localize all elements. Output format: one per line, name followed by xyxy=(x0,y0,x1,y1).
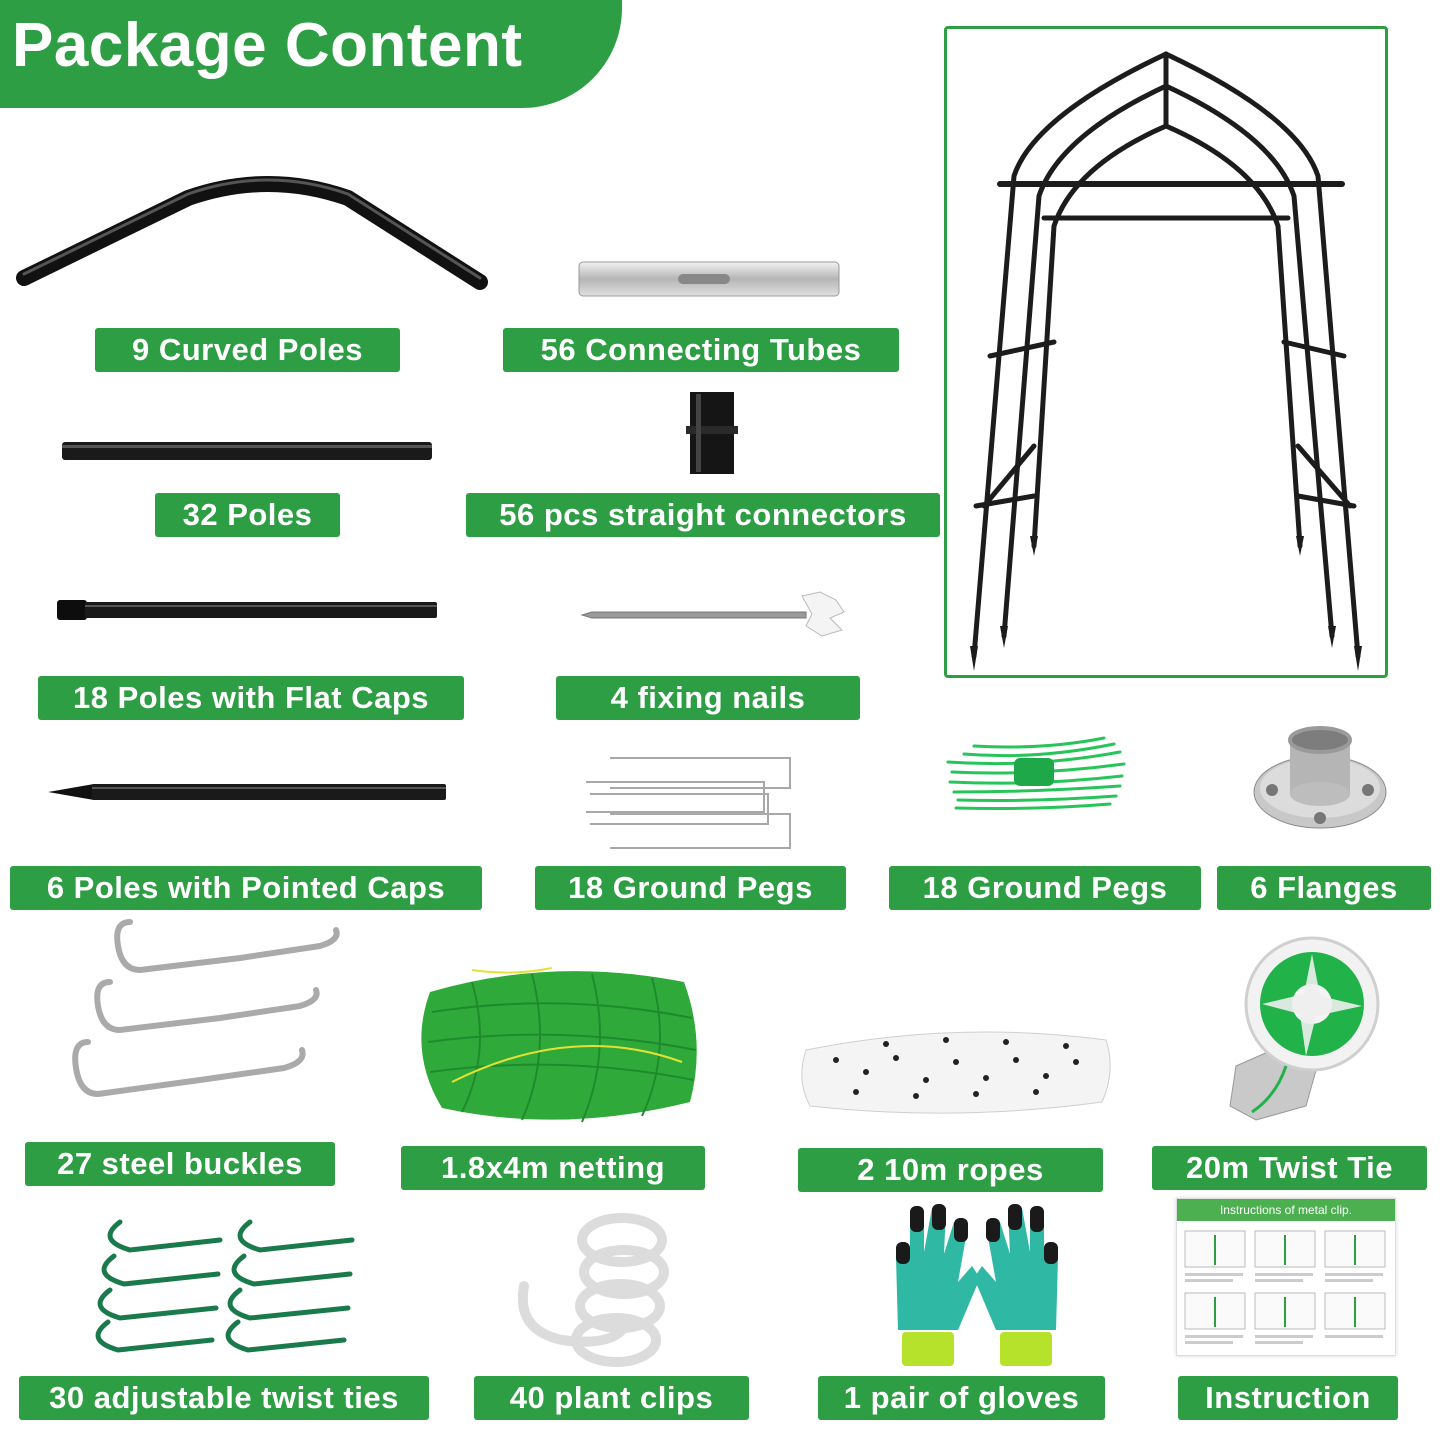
rope-icon xyxy=(801,1031,1111,1114)
item-label-steel-buckles: 27 steel buckles xyxy=(25,1142,335,1186)
item-label-straight-connectors: 56 pcs straight connectors xyxy=(466,493,940,537)
header-banner: Package Content xyxy=(0,0,622,108)
item-label-netting: 1.8x4m netting xyxy=(401,1146,705,1190)
item-label-gloves: 1 pair of gloves xyxy=(818,1376,1105,1420)
item-label-adjustable-twist-ties: 30 adjustable twist ties xyxy=(19,1376,429,1420)
twist-tie-reel-icon xyxy=(1229,936,1380,1121)
instruction-sheet-icon: Instructions of metal clip. xyxy=(1176,1198,1396,1356)
steel-buckle-icon xyxy=(72,919,340,1097)
item-label-curved-poles: 9 Curved Poles xyxy=(95,328,400,372)
item-label-fixing-nails: 4 fixing nails xyxy=(556,676,860,720)
item-label-flanges: 6 Flanges xyxy=(1217,866,1431,910)
item-label-pointed-cap-poles: 6 Poles with Pointed Caps xyxy=(10,866,482,910)
page-title: Package Content xyxy=(12,11,523,80)
item-label-cable-ties: 18 Ground Pegs xyxy=(889,866,1201,910)
assembled-arch-frame-icon xyxy=(970,51,1362,671)
item-label-connecting-tubes: 56 Connecting Tubes xyxy=(503,328,899,372)
netting-icon xyxy=(421,967,697,1123)
flange-icon xyxy=(1253,726,1387,829)
item-label-twist-tie: 20m Twist Tie xyxy=(1152,1146,1427,1190)
item-label-instruction: Instruction xyxy=(1178,1376,1398,1420)
instruction-sheet-heading: Instructions of metal clip. xyxy=(1177,1199,1395,1221)
pole-icon xyxy=(62,442,432,460)
plant-clip-icon xyxy=(517,1213,669,1367)
item-label-ropes: 2 10m ropes xyxy=(798,1148,1103,1192)
gloves-icon xyxy=(896,1204,1058,1366)
cable-tie-icon xyxy=(946,736,1126,810)
connecting-tube-icon xyxy=(578,261,840,297)
fixing-nail-icon xyxy=(580,591,845,637)
item-label-flat-cap-poles: 18 Poles with Flat Caps xyxy=(38,676,464,720)
item-label-poles: 32 Poles xyxy=(155,493,340,537)
adjustable-twist-tie-icon xyxy=(95,1219,355,1353)
assembled-frame-panel xyxy=(944,26,1388,678)
ground-peg-icon xyxy=(586,757,791,849)
flat-cap-pole-icon xyxy=(57,600,437,620)
instruction-diagrams xyxy=(1184,1230,1386,1344)
curved-pole-icon xyxy=(16,176,488,290)
item-label-plant-clips: 40 plant clips xyxy=(474,1376,749,1420)
item-label-ground-pegs: 18 Ground Pegs xyxy=(535,866,846,910)
straight-connector-icon xyxy=(686,392,738,474)
pointed-cap-pole-icon xyxy=(48,784,446,800)
